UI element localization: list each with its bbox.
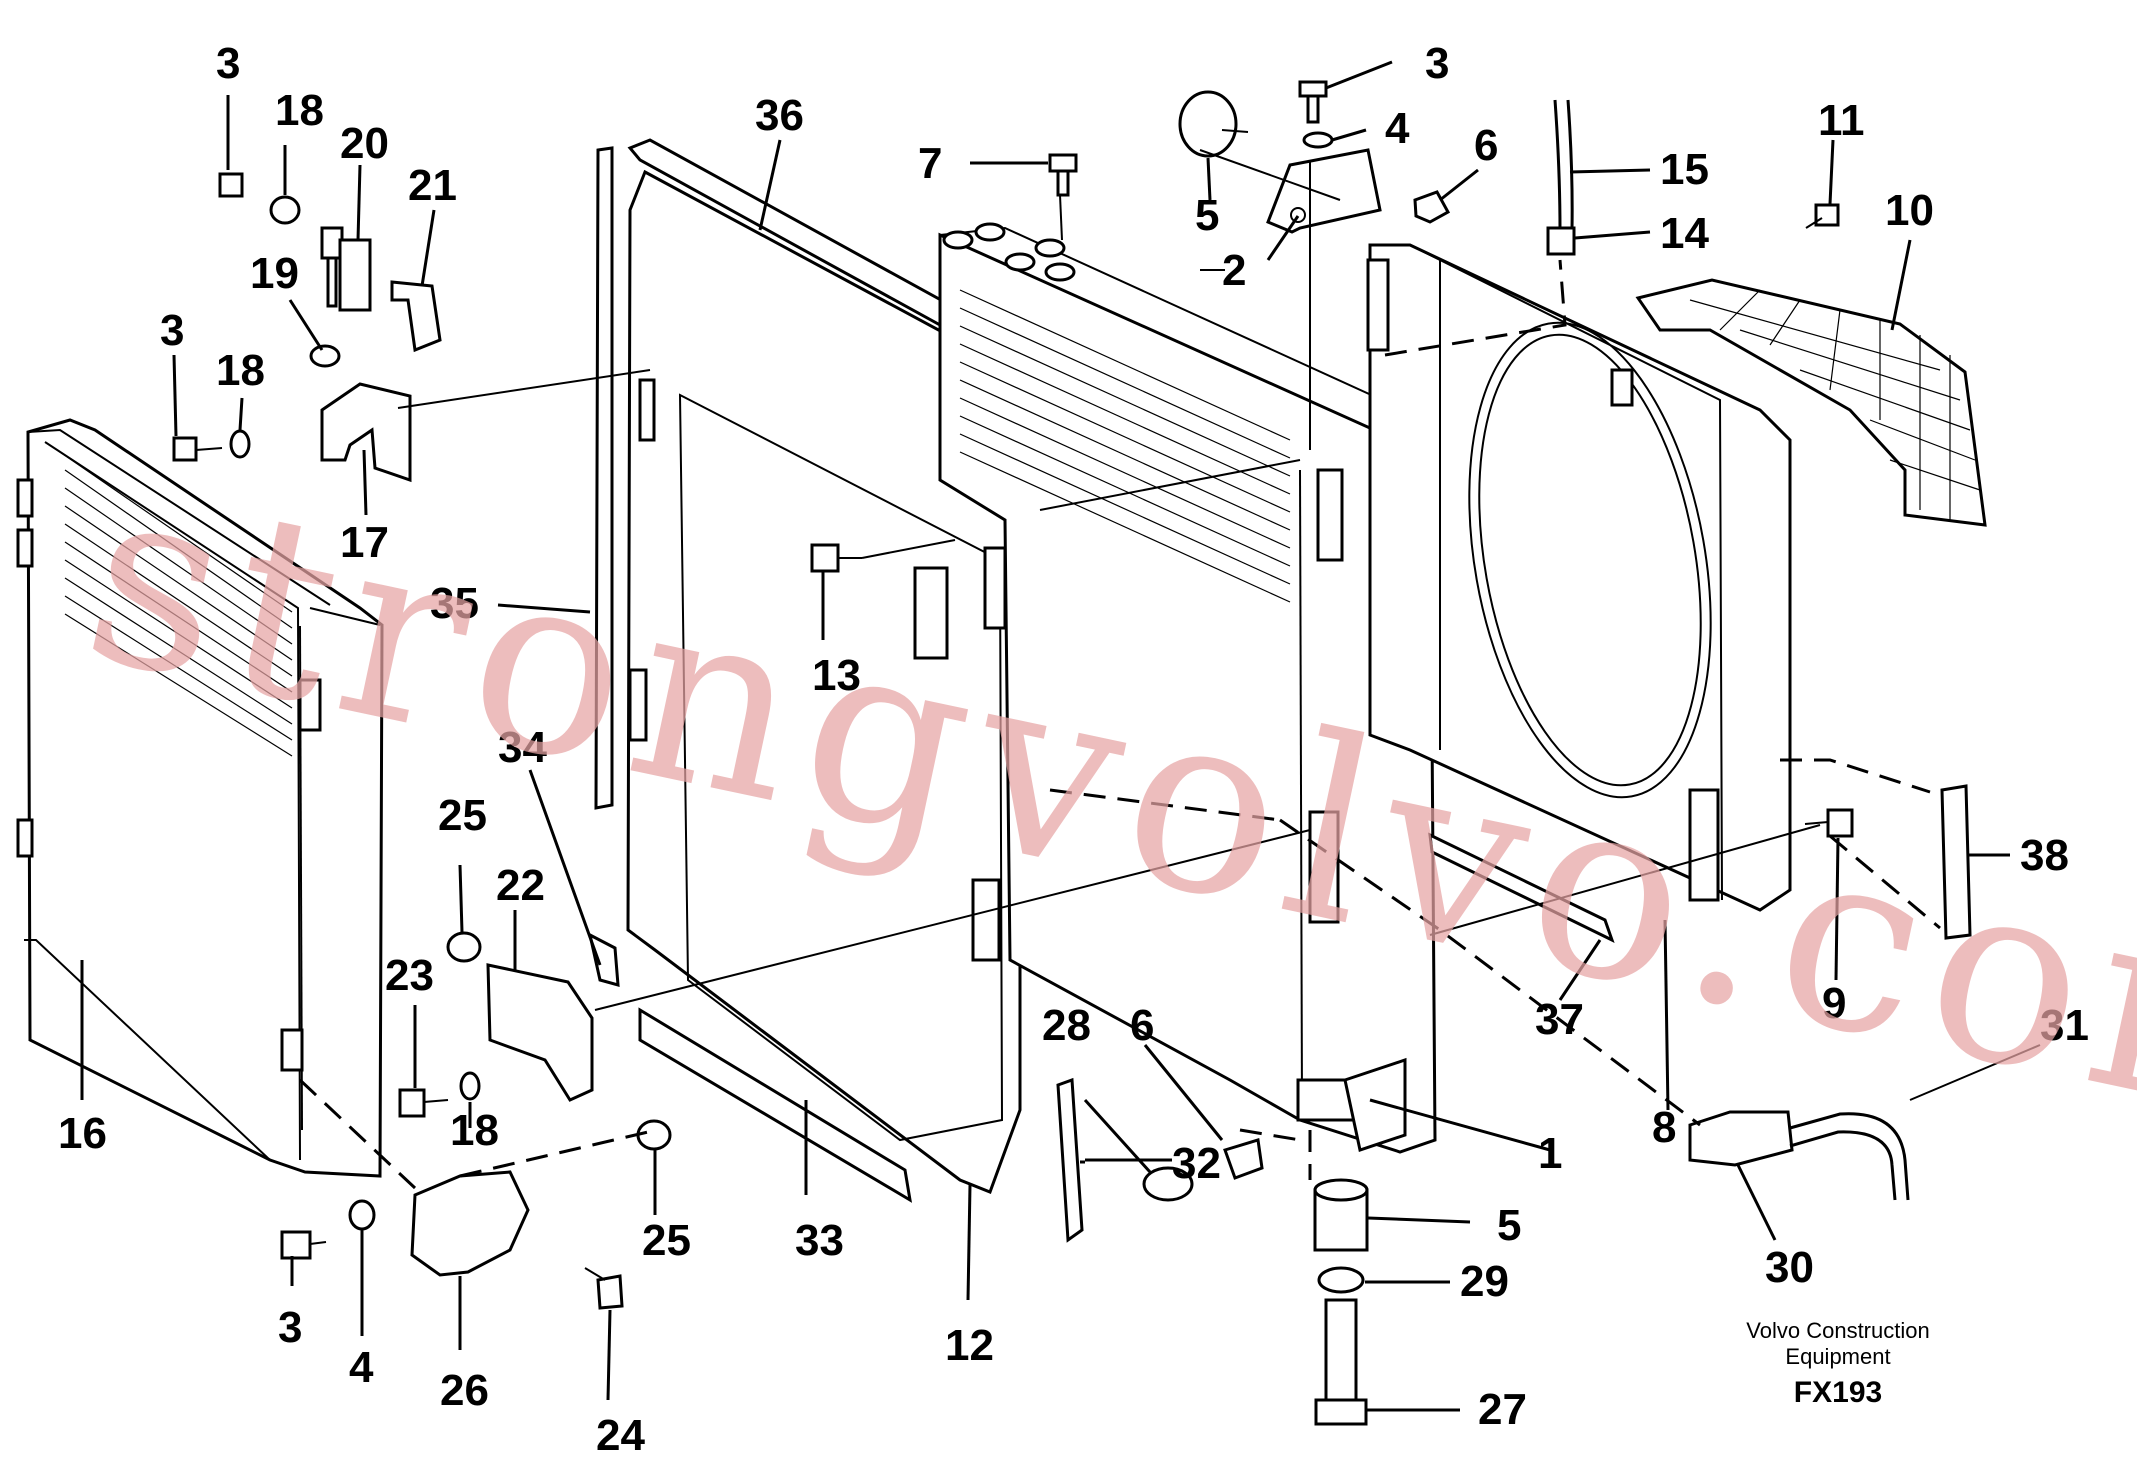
assembly-lines bbox=[298, 149, 1941, 1190]
caption-block: Volvo Construction Equipment FX193 bbox=[1746, 1318, 1929, 1409]
callout-22: 22 bbox=[496, 861, 545, 910]
hole-part-2 bbox=[1290, 207, 1306, 223]
strip-part-32 bbox=[1056, 1077, 1084, 1243]
callout-26: 26 bbox=[440, 1366, 489, 1415]
fasteners bbox=[172, 80, 2041, 1426]
callout-3-top-left: 3 bbox=[216, 39, 240, 88]
callout-3-top-right: 3 bbox=[1425, 39, 1449, 88]
callout-28: 28 bbox=[1042, 1001, 1091, 1050]
callout-3-bottom: 3 bbox=[278, 1303, 302, 1352]
hose-part-15 bbox=[1553, 99, 1562, 231]
seal-strip-part-35 bbox=[594, 146, 614, 810]
callout-19: 19 bbox=[250, 249, 299, 298]
callout-29: 29 bbox=[1460, 1257, 1509, 1306]
callout-23: 23 bbox=[385, 951, 434, 1000]
parts-drawing bbox=[16, 80, 2041, 1426]
callout-18-top: 18 bbox=[275, 86, 324, 135]
callout-27: 27 bbox=[1478, 1385, 1527, 1434]
callout-15: 15 bbox=[1660, 145, 1709, 194]
radiator-part-1 bbox=[938, 222, 1473, 1154]
strip-part-37 bbox=[1428, 832, 1615, 943]
callout-12: 12 bbox=[945, 1321, 994, 1370]
callout-8: 8 bbox=[1652, 1103, 1676, 1152]
callout-11: 11 bbox=[1818, 96, 1865, 145]
callout-14: 14 bbox=[1660, 209, 1709, 258]
callout-10: 10 bbox=[1885, 186, 1934, 235]
callout-18-mid: 18 bbox=[216, 346, 265, 395]
oil-cooler-part-16 bbox=[16, 418, 384, 1178]
caption-division: Equipment bbox=[1785, 1344, 1890, 1369]
callout-13: 13 bbox=[812, 651, 861, 700]
hose-part-15-b bbox=[1566, 99, 1574, 231]
callout-9: 9 bbox=[1822, 979, 1846, 1028]
mesh-guard-part-10 bbox=[1635, 278, 1987, 527]
callout-21: 21 bbox=[408, 161, 457, 210]
callout-5-top: 5 bbox=[1195, 191, 1219, 240]
caption-company: Volvo Construction bbox=[1746, 1318, 1929, 1343]
callout-4-bottom: 4 bbox=[349, 1343, 374, 1392]
callout-7: 7 bbox=[918, 139, 942, 188]
callout-36: 36 bbox=[755, 91, 804, 140]
callout-31: 31 bbox=[2040, 1001, 2089, 1050]
callout-30: 30 bbox=[1765, 1243, 1814, 1292]
callout-numbers: 1 2 3 3 3 3 4 4 5 5 6 6 7 8 9 10 11 12 1… bbox=[58, 39, 2089, 1460]
callout-35: 35 bbox=[430, 579, 479, 628]
bracket-part-2 bbox=[1266, 148, 1382, 234]
callout-17: 17 bbox=[340, 518, 389, 567]
callout-33: 33 bbox=[795, 1216, 844, 1265]
callout-38: 38 bbox=[2020, 831, 2069, 880]
callout-3-mid-left: 3 bbox=[160, 306, 184, 355]
callout-5-bottom: 5 bbox=[1497, 1201, 1521, 1250]
callout-25-top: 25 bbox=[438, 791, 487, 840]
callout-1: 1 bbox=[1538, 1129, 1562, 1178]
leader-lines bbox=[80, 60, 2010, 1412]
callout-16: 16 bbox=[58, 1109, 107, 1158]
callout-4-top: 4 bbox=[1385, 104, 1410, 153]
callout-32: 32 bbox=[1172, 1139, 1221, 1188]
figure-code: FX193 bbox=[1794, 1376, 1882, 1409]
callout-25-bottom: 25 bbox=[642, 1216, 691, 1265]
strip-part-38 bbox=[1940, 784, 1972, 940]
strip-part-33 bbox=[638, 1007, 913, 1203]
fitting-part-14 bbox=[1546, 226, 1576, 256]
fan-shroud-part-8 bbox=[1366, 243, 1792, 912]
callout-2: 2 bbox=[1222, 246, 1246, 295]
callout-24: 24 bbox=[596, 1411, 645, 1460]
callout-6-top: 6 bbox=[1474, 121, 1498, 170]
callout-34: 34 bbox=[498, 723, 547, 772]
callout-6-bottom: 6 bbox=[1130, 1001, 1154, 1050]
callout-18-bottom: 18 bbox=[450, 1106, 499, 1155]
callout-20: 20 bbox=[340, 119, 389, 168]
callout-37: 37 bbox=[1535, 995, 1584, 1044]
